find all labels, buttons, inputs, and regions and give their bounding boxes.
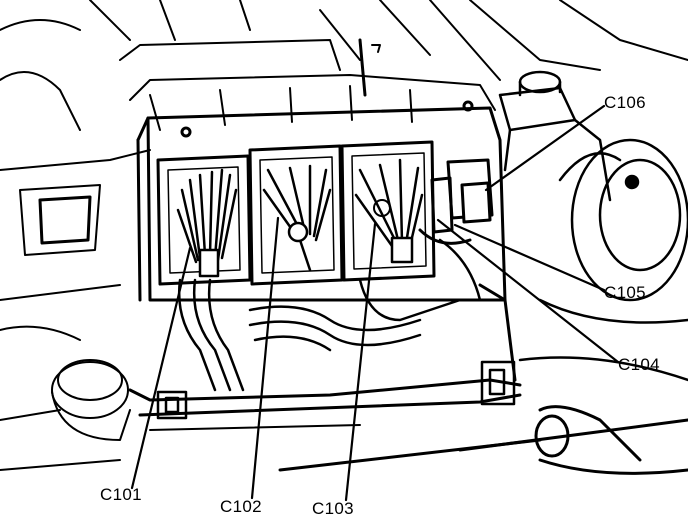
leader-c103 xyxy=(344,222,377,502)
main-harness xyxy=(178,238,482,392)
callout-c103: C103 xyxy=(312,499,354,518)
leader-c104 xyxy=(436,218,620,364)
leader-lines xyxy=(130,104,620,502)
junction-block-frame xyxy=(136,100,507,302)
callout-c106: C106 xyxy=(604,93,646,112)
lower-frame xyxy=(0,424,361,471)
brake-booster xyxy=(518,138,688,382)
callout-c105: C105 xyxy=(604,283,646,302)
left-fender xyxy=(0,149,151,421)
relay-bracket xyxy=(418,158,494,245)
lower-hose xyxy=(278,405,688,475)
c103-grommet xyxy=(373,199,391,217)
connector-c103-block xyxy=(340,140,436,282)
relay-right xyxy=(480,360,516,406)
connector-c101-block xyxy=(156,154,252,286)
connector-c102-wires xyxy=(262,164,332,272)
callout-c102: C102 xyxy=(220,497,262,516)
hood-outline xyxy=(0,0,688,131)
upper-housing xyxy=(119,38,496,131)
connector-c101-wires xyxy=(176,168,238,264)
leader-c105 xyxy=(453,223,606,292)
c102-grommet xyxy=(287,221,309,243)
leader-c101 xyxy=(130,246,192,490)
callout-c104: C104 xyxy=(618,355,660,374)
c101-tie-clip xyxy=(198,248,220,278)
master-cylinder xyxy=(498,70,612,202)
lower-tray xyxy=(128,283,522,417)
leader-c102 xyxy=(250,216,280,500)
leader-c106 xyxy=(484,104,606,192)
reservoir-cap xyxy=(51,359,131,441)
callout-c101: C101 xyxy=(100,485,142,504)
relay-left xyxy=(156,390,188,420)
connector-c102-block xyxy=(248,144,344,286)
c103-tie-clip xyxy=(390,236,414,264)
